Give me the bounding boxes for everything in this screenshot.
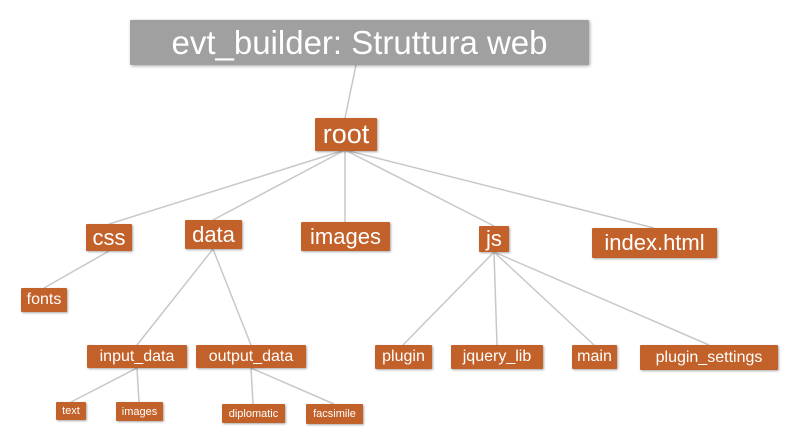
edge-js-plugin <box>402 251 495 346</box>
node-data: data <box>185 220 242 249</box>
node-css: css <box>86 224 132 251</box>
edge-root-js <box>344 149 495 227</box>
node-main: main <box>572 345 617 369</box>
edge-js-main <box>493 251 595 346</box>
edge-title-root <box>344 64 357 119</box>
edge-root-css <box>108 149 346 225</box>
edge-output-facsimile <box>250 367 335 405</box>
node-output-data: output_data <box>196 345 306 368</box>
node-fonts: fonts <box>21 288 67 312</box>
edge-root-index <box>344 149 655 229</box>
node-text: text <box>56 402 86 420</box>
node-js: js <box>479 226 509 252</box>
node-root: root <box>315 118 377 151</box>
node-index-html: index.html <box>592 228 717 258</box>
edge-input-images <box>136 367 140 403</box>
node-jquery-lib: jquery_lib <box>451 345 543 369</box>
diagram-title: evt_builder: Struttura web <box>130 20 589 65</box>
edge-input-text <box>70 367 138 403</box>
edge-root-data <box>212 149 346 221</box>
node-plugin-settings: plugin_settings <box>640 345 778 370</box>
edge-js-settings <box>493 251 710 346</box>
node-images-sub: images <box>116 402 163 421</box>
node-images: images <box>301 222 390 251</box>
edge-css-fonts <box>43 250 110 289</box>
node-input-data: input_data <box>87 345 187 368</box>
node-diplomatic: diplomatic <box>222 404 285 423</box>
node-facsimile: facsimile <box>306 404 363 424</box>
node-plugin: plugin <box>375 345 432 369</box>
edge-data-output <box>212 248 252 346</box>
edge-output-diplomatic <box>250 367 254 405</box>
edge-js-jquery <box>493 251 498 346</box>
edge-data-input <box>136 248 214 346</box>
